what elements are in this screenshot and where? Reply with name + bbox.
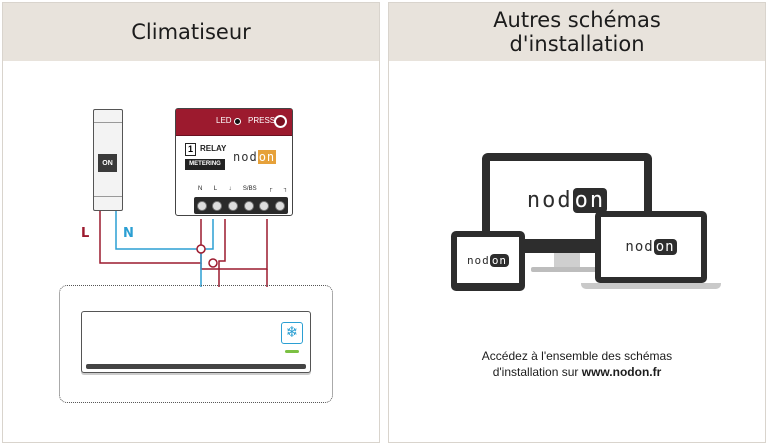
air-conditioner-unit: ❄ [81,311,311,373]
press-button-icon [274,115,287,128]
module-logo-prefix: nod [233,150,258,164]
terminal-label: S/BS [242,186,257,192]
terminal-label: L [213,186,218,192]
neutral-wire-label: N [123,226,134,241]
screw-icon [275,200,286,211]
live-wire-label: L [81,226,90,241]
panel-title: Climatiseur [131,19,251,44]
monitor-stand [554,253,580,267]
screw-icon [243,200,254,211]
panel-title-line2: d'installation [509,32,645,56]
air-conditioner-zone [59,285,333,403]
screw-icon [212,200,223,211]
neutral-wire [115,211,214,250]
brand-prefix: nod [625,239,654,255]
caption: Accédez à l'ensemble des schémas d'insta… [389,348,765,380]
caption-line1: Accédez à l'ensemble des schémas [481,349,673,363]
monitor-screen: nodon [490,161,644,239]
screw-icon [228,200,239,211]
breaker-line [94,122,122,123]
brand-suffix: on [572,187,608,213]
monitor-stand-base [531,267,603,272]
website-link[interactable]: www.nodon.fr [581,365,662,379]
wire-junction [196,244,206,254]
module-logo: nodon [233,150,277,164]
panel-climatiseur: Climatiseur L N ON LED PRESS [2,2,380,443]
metering-badge: METERING [185,159,225,170]
output-wire [218,219,226,287]
breaker-line [94,196,122,197]
caption-line2: d'installation sur [492,365,582,379]
breaker-switch: ON [98,154,117,172]
wires [99,211,268,287]
snowflake-icon: ❄ [281,322,303,344]
terminal-labels: N L ↓ S/BS ┌ ┐ [198,186,288,192]
wire-junction [208,258,218,268]
live-wire [99,211,202,264]
wiring-diagram: L N ON LED PRESS 1 RELAY METERING nodon … [3,61,379,443]
laptop-base [581,283,721,289]
brand-suffix: on [653,239,677,255]
terminal-label: ┌ [268,186,273,192]
press-label: PRESS [248,116,276,125]
led-indicator-icon [234,118,241,125]
terminal-label: ┐ [283,186,288,192]
panel-header: Climatiseur [3,3,379,61]
brand-suffix: on [489,253,510,267]
module-top-bar: LED PRESS [176,109,292,136]
brand-prefix: nod [526,187,573,213]
brand-logo: nodon [526,187,608,213]
ac-status-led [285,350,299,353]
relay-number: 1 [185,143,196,156]
screw-icon [196,200,207,211]
screw-icon [259,200,270,211]
ac-vent [86,364,306,369]
module-product-label: 1 RELAY METERING nodon [185,143,283,173]
led-label: LED [216,116,232,125]
circuit-breaker: ON [93,109,123,211]
relay-module: LED PRESS 1 RELAY METERING nodon N L ↓ S… [175,108,293,216]
module-logo-suffix: on [257,150,277,164]
terminal-label: N [198,186,203,192]
relay-text: RELAY [200,144,227,153]
terminal-block [194,197,288,214]
panel-title-line1: Autres schémas [493,8,661,32]
brand-prefix: nod [466,253,490,267]
terminal-label: ↓ [228,186,232,192]
